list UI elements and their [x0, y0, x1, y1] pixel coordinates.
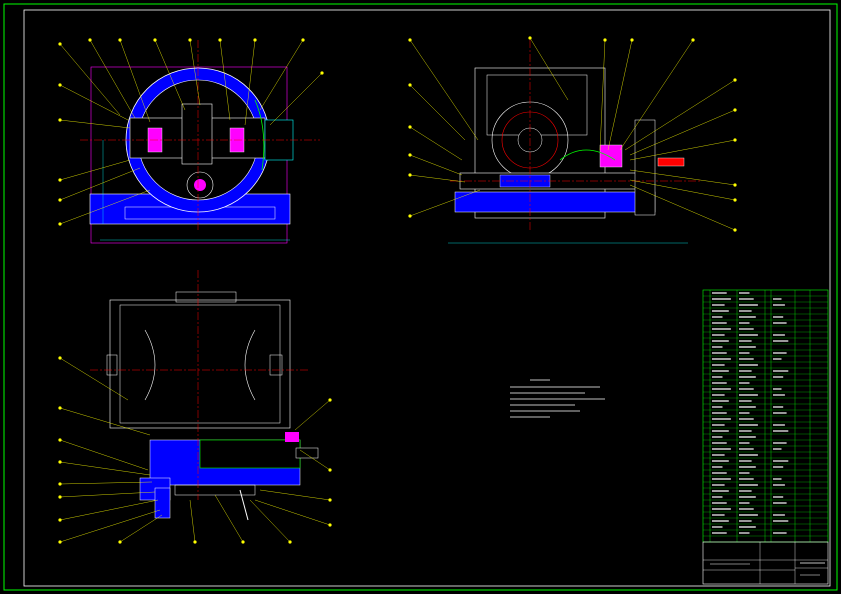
side-handle: [657, 157, 685, 167]
balloon-leader-icon: [58, 118, 62, 122]
balloon-leader-icon: [408, 38, 412, 42]
balloon-leader-icon: [58, 540, 62, 544]
side-upper-box: [486, 74, 588, 136]
balloon-leader-icon: [153, 38, 157, 42]
top-body: [109, 299, 291, 429]
top-inner-frame: [119, 304, 281, 424]
side-leaders: [409, 37, 736, 231]
balloon-leader-icon: [288, 540, 292, 544]
top-leaders: [59, 357, 331, 543]
outer-border: [3, 3, 838, 591]
balloon-leader-icon: [328, 523, 332, 527]
side-break-line: [559, 149, 616, 161]
balloon-leader-icon: [528, 36, 532, 40]
balloon-leader-icon: [733, 228, 737, 232]
balloon-leader-icon: [408, 214, 412, 218]
balloon-leader-icon: [328, 398, 332, 402]
title-block-frame: [702, 541, 829, 585]
top-arc-left: [144, 329, 156, 401]
balloon-leader-icon: [733, 78, 737, 82]
balloon-leader-icon: [58, 198, 62, 202]
side-body: [474, 67, 606, 219]
title-block: [702, 541, 829, 585]
balloon-leader-icon: [118, 38, 122, 42]
balloon-leader-icon: [301, 38, 305, 42]
balloon-leader-icon: [733, 138, 737, 142]
front-break-line: [254, 99, 265, 171]
top-arc-right: [244, 329, 256, 401]
balloon-leader-icon: [733, 198, 737, 202]
balloon-leader-icon: [58, 178, 62, 182]
parts-list-rows: [703, 295, 828, 537]
balloon-leader-icon: [58, 83, 62, 87]
balloon-leader-icon: [58, 495, 62, 499]
top-screw: [154, 487, 171, 519]
front-worm-wheel: [181, 103, 213, 165]
balloon-leader-icon: [118, 540, 122, 544]
balloon-leader-icon: [88, 38, 92, 42]
front-view: [59, 39, 323, 244]
balloon-leader-icon: [58, 356, 62, 360]
top-view: [59, 270, 331, 543]
balloon-leader-icon: [733, 108, 737, 112]
drawing-frame: [23, 9, 831, 587]
side-view: [409, 37, 736, 244]
balloon-leader-icon: [408, 153, 412, 157]
balloon-leader-icon: [188, 38, 192, 42]
balloon-leader-icon: [408, 83, 412, 87]
side-base: [454, 191, 656, 213]
balloon-leader-icon: [408, 125, 412, 129]
top-lug-right: [269, 354, 283, 376]
balloon-leader-icon: [328, 498, 332, 502]
balloon-leader-icon: [58, 222, 62, 226]
top-worm-section: [199, 439, 301, 469]
balloon-leader-icon: [691, 38, 695, 42]
balloon-leader-icon: [58, 518, 62, 522]
balloon-leader-icon: [733, 183, 737, 187]
top-bearing: [285, 432, 299, 442]
balloon-leader-icon: [320, 71, 324, 75]
balloon-leader-icon: [328, 468, 332, 472]
balloon-leader-icon: [241, 540, 245, 544]
top-lever: [239, 489, 249, 521]
technical-notes: [510, 379, 605, 418]
top-lug-left: [106, 354, 118, 376]
parts-list-table: [702, 289, 829, 543]
balloon-leader-icon: [630, 38, 634, 42]
balloon-leader-icon: [193, 540, 197, 544]
balloon-leader-icon: [603, 38, 607, 42]
parts-list-text-lines: [712, 292, 789, 534]
balloon-leader-icon: [58, 42, 62, 46]
top-shaft-end: [295, 447, 319, 459]
balloon-leader-icon: [408, 173, 412, 177]
balloon-leader-icon: [58, 406, 62, 410]
balloon-leader-icon: [253, 38, 257, 42]
balloon-leader-icon: [218, 38, 222, 42]
side-bearing: [599, 144, 623, 168]
balloon-leader-icon: [58, 438, 62, 442]
balloon-leader-icon: [58, 482, 62, 486]
balloon-leader-icon: [58, 460, 62, 464]
side-end-cover: [634, 119, 656, 216]
front-leaders: [59, 39, 323, 225]
front-lower-bore: [194, 179, 206, 191]
top-cover: [175, 291, 237, 303]
